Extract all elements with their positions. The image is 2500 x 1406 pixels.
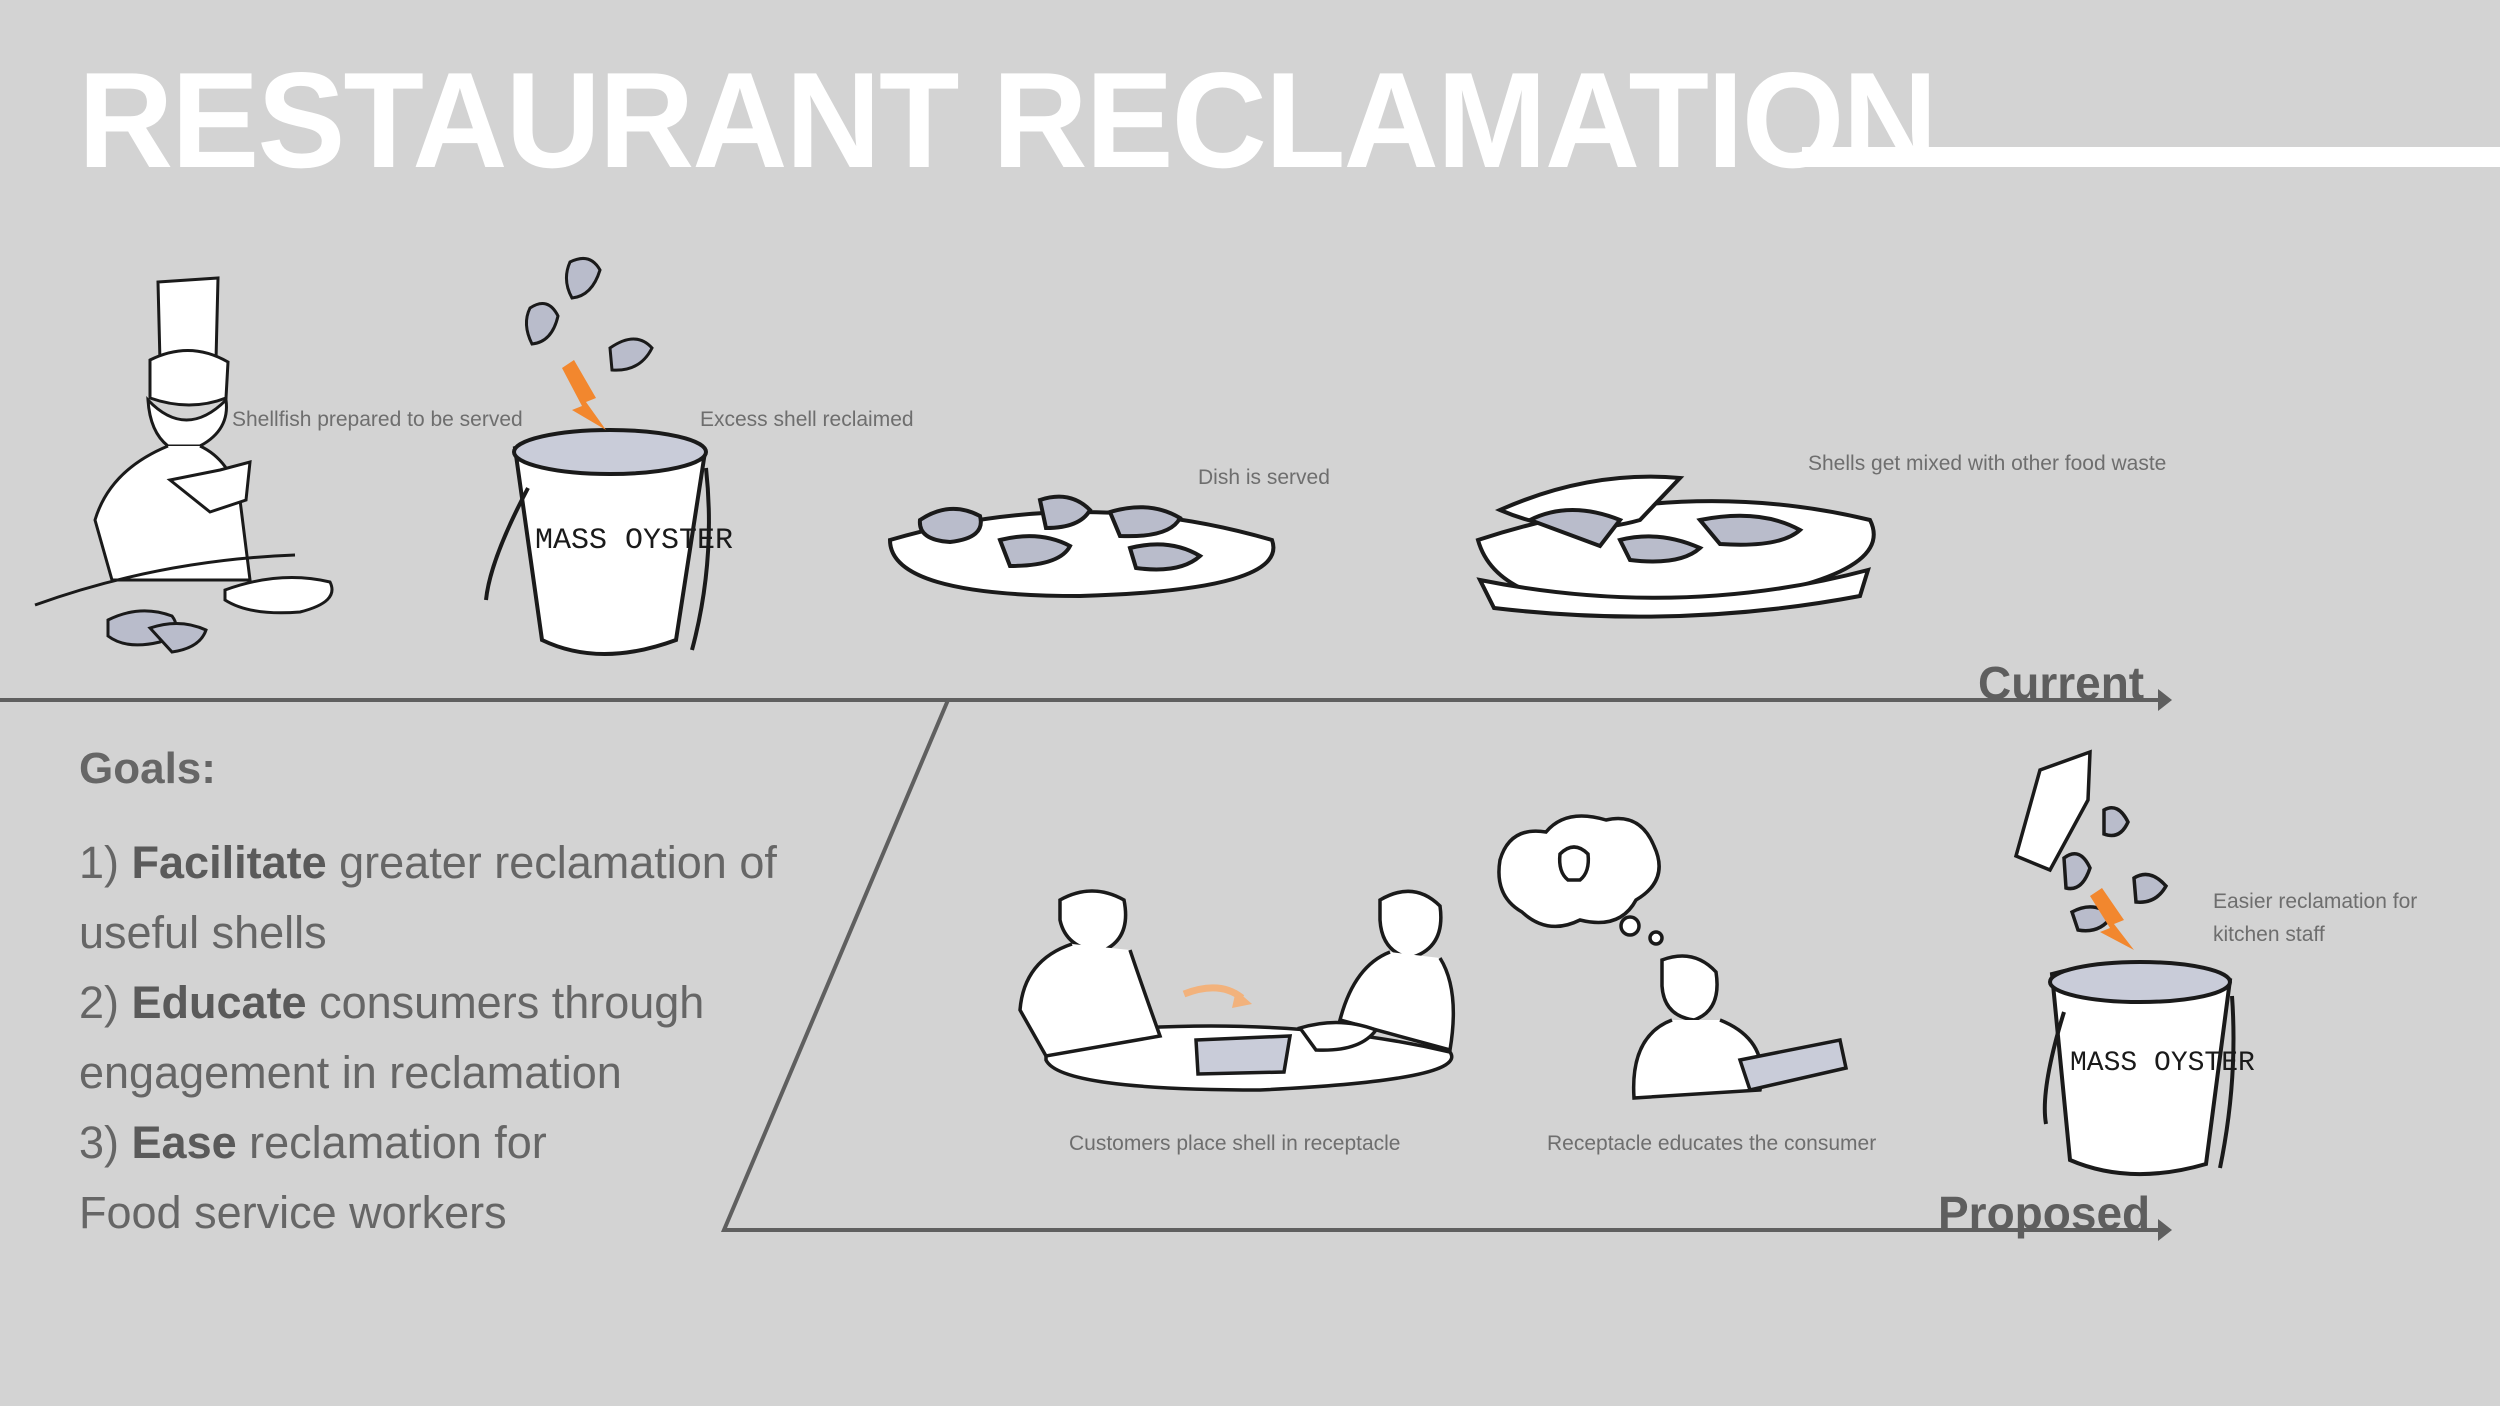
orange-arrow-table-icon [1182, 984, 1245, 1001]
caption-step-educate: Receptacle educates the consumer [1547, 1132, 1877, 1155]
lane-label-current: Current [1978, 657, 2145, 709]
goal-1-cont: useful shells [79, 907, 327, 958]
falling-shells-current-icon [525, 256, 654, 372]
goal-3: 3) Ease reclamation for [79, 1117, 547, 1168]
title-rule [1802, 147, 2500, 167]
goal-3-cont: Food service workers [79, 1187, 507, 1238]
chef-sketch-icon [34, 276, 334, 615]
bucket-label-proposed: MASS OYSTER [2070, 1048, 2255, 1079]
caption-step-prepare: Shellfish prepared to be served [232, 408, 523, 431]
caption-step-customers: Customers place shell in receptacle [1069, 1132, 1401, 1155]
falling-shells-proposed-icon [2013, 749, 2169, 933]
bucket-current-icon: MASS OYSTER [484, 428, 733, 656]
goals-heading: Goals: [79, 744, 216, 793]
prep-shells-icon [106, 609, 208, 654]
orange-arrow-proposed-icon [2090, 888, 2134, 950]
dish-served-icon [887, 494, 1276, 599]
lane-label-proposed: Proposed [1938, 1187, 2151, 1239]
bucket-proposed-icon: MASS OYSTER [2042, 960, 2255, 1176]
orange-arrow-current-icon [562, 360, 606, 430]
goal-1: 1) Facilitate greater reclamation of [79, 837, 777, 888]
page-title: RESTAURANT RECLAMATION [78, 44, 1938, 196]
goals-panel: Goals: 1) Facilitate greater reclamation… [79, 744, 777, 1248]
mixed-waste-tray-icon [1475, 474, 1876, 619]
goal-2: 2) Educate consumers through [79, 977, 705, 1028]
caption-step-reclaim: Excess shell reclaimed [700, 408, 914, 431]
caption-step-mixed: Shells get mixed with other food waste [1808, 452, 2167, 475]
proposed-arrow-icon [2158, 1219, 2172, 1241]
thinking-consumer-icon [1497, 814, 1849, 1100]
caption-step-served: Dish is served [1198, 466, 1330, 489]
goal-2-cont: engagement in reclamation [79, 1047, 622, 1098]
proposed-timeline [720, 699, 2160, 1232]
customers-table-icon [1018, 889, 1456, 1092]
current-arrow-icon [2158, 689, 2172, 711]
caption-step-kitchen: Easier reclamation for kitchen staff [2213, 890, 2418, 946]
bucket-label-current: MASS OYSTER [535, 524, 733, 558]
